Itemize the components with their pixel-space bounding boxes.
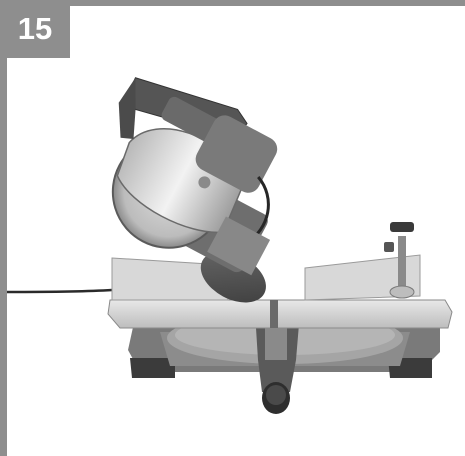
figure-number-badge: 15 (0, 0, 70, 58)
frame-left-border (0, 0, 7, 456)
frame-top-border (0, 0, 465, 6)
miter-saw-image (7, 77, 453, 414)
